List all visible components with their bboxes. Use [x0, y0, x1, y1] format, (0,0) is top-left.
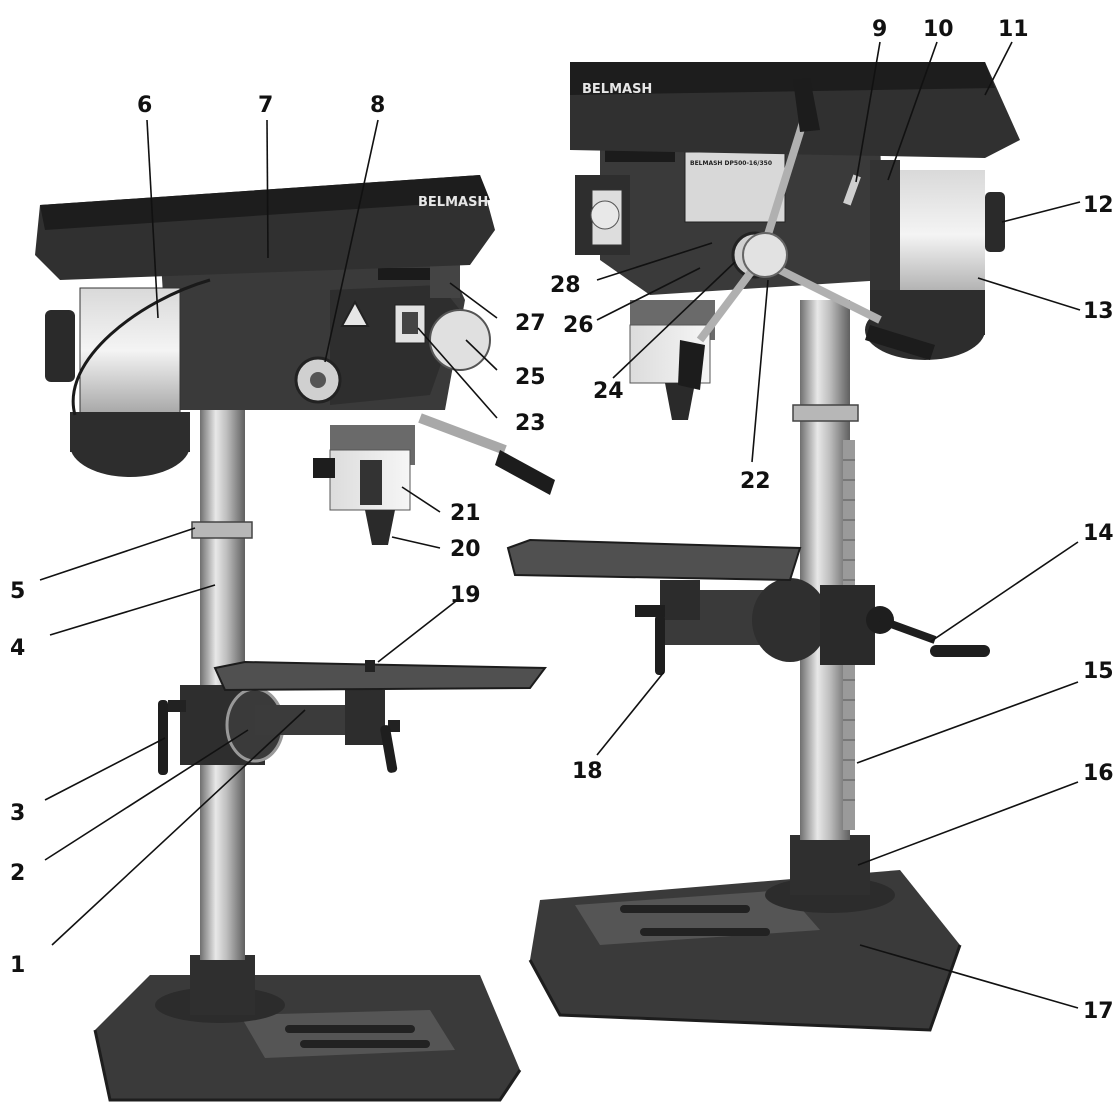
leader-20	[391, 536, 441, 549]
leader-18	[596, 671, 665, 756]
left-work-table	[213, 660, 547, 692]
callout-numbers: 1 2 3 4 5 6 7 8 9 10 11 12 13 14 15 16 1…	[10, 17, 1114, 1024]
callout-2: 2	[10, 861, 25, 886]
leader-23	[417, 327, 498, 419]
leader-14	[929, 541, 1079, 643]
callout-9: 9	[872, 17, 887, 42]
right-name-plate	[684, 151, 786, 223]
leader-3	[44, 737, 166, 801]
leader-22	[751, 279, 769, 463]
callout-10: 10	[923, 17, 954, 42]
callout-26: 26	[563, 313, 594, 338]
right-table-bracket	[660, 578, 990, 665]
leader-13	[977, 277, 1081, 311]
callout-16: 16	[1083, 761, 1114, 786]
leader-5	[39, 527, 196, 581]
left-belt-cover: BELMASH	[35, 175, 495, 280]
left-drill-press: BELMASH	[35, 175, 555, 1102]
callout-1: 1	[10, 953, 25, 978]
left-chuck	[365, 510, 395, 545]
leader-6	[146, 119, 159, 319]
right-belt-cover: BELMASH	[570, 62, 1020, 158]
leader-25	[465, 339, 498, 371]
left-column-foot	[190, 955, 255, 1015]
leader-7	[266, 119, 269, 259]
leader-19	[377, 597, 461, 663]
left-column-lock-handle	[158, 700, 400, 775]
leader-8	[324, 119, 379, 363]
leader-15	[856, 681, 1079, 764]
callout-20: 20	[450, 537, 481, 562]
right-belt-tension-lever	[843, 174, 861, 206]
leader-11	[984, 41, 1013, 96]
left-head	[160, 245, 491, 410]
left-logo-text: BELMASH	[418, 195, 488, 210]
leader-4	[49, 584, 216, 636]
left-cable	[71, 278, 211, 416]
callout-22: 22	[740, 469, 771, 494]
callout-25: 25	[515, 365, 546, 390]
leader-27	[449, 282, 498, 319]
right-logo-text: BELMASH	[582, 82, 652, 97]
leader-2	[44, 729, 249, 861]
right-feed-levers	[678, 78, 935, 390]
callout-17: 17	[1083, 999, 1114, 1024]
callout-12: 12	[1083, 193, 1114, 218]
leader-24	[612, 261, 736, 379]
callout-15: 15	[1083, 659, 1114, 684]
leader-lines	[39, 41, 1081, 1009]
right-column-collar	[790, 835, 870, 895]
left-chuck-guard	[313, 425, 415, 545]
right-drill-press: BELMASH DP500-16/350 BELMASH	[506, 62, 1020, 1032]
left-base	[93, 975, 522, 1102]
leader-28	[596, 242, 713, 281]
leader-9	[855, 41, 881, 183]
callout-28: 28	[550, 273, 581, 298]
left-feed-handle	[418, 413, 555, 495]
callout-3: 3	[10, 801, 25, 826]
callout-24: 24	[593, 379, 624, 404]
callout-8: 8	[370, 93, 385, 118]
leader-10	[887, 41, 938, 181]
callout-19: 19	[450, 583, 481, 608]
callout-5: 5	[10, 579, 25, 604]
left-motor	[45, 287, 190, 477]
right-column	[800, 300, 850, 840]
leader-1	[51, 709, 306, 946]
leader-17	[859, 944, 1079, 1009]
right-work-table	[506, 538, 802, 675]
leader-16	[857, 781, 1079, 866]
right-stop-ring	[792, 404, 859, 422]
callout-18: 18	[572, 759, 603, 784]
callout-14: 14	[1083, 521, 1114, 546]
callout-11: 11	[998, 17, 1029, 42]
callout-6: 6	[137, 93, 152, 118]
right-plate-model: BELMASH DP500-16/350	[690, 160, 772, 167]
callout-21: 21	[450, 501, 481, 526]
right-base	[528, 870, 962, 1032]
leader-12	[1001, 201, 1081, 223]
callout-27: 27	[515, 311, 546, 336]
callout-4: 4	[10, 636, 25, 661]
left-table-bracket	[180, 685, 385, 765]
leader-21	[401, 486, 441, 513]
leader-26	[596, 267, 701, 321]
callout-7: 7	[258, 93, 273, 118]
left-stop-ring	[191, 521, 253, 539]
callout-23: 23	[515, 411, 546, 436]
callout-13: 13	[1083, 299, 1114, 324]
